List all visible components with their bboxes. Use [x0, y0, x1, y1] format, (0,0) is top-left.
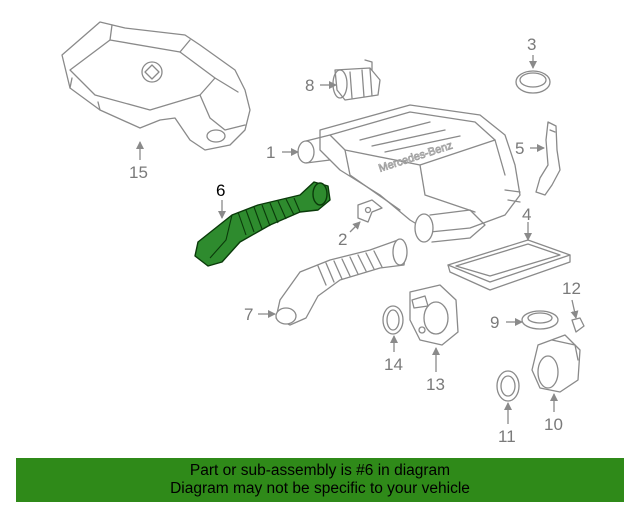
part-1-air-cleaner-housing[interactable]: Mercedes-Benz — [297, 104, 521, 243]
part-10-intake-fitting[interactable] — [531, 334, 581, 393]
part-9-adapter-ring[interactable] — [521, 310, 559, 330]
callout-8: 8 — [305, 76, 314, 95]
callout-7: 7 — [244, 305, 253, 324]
callout-14: 14 — [384, 355, 403, 374]
part-6-air-intake-duct[interactable] — [194, 181, 331, 267]
callout-2: 2 — [338, 230, 347, 249]
callout-4: 4 — [522, 205, 531, 224]
part-14-gasket[interactable] — [382, 305, 404, 335]
part-4-air-filter[interactable] — [447, 239, 571, 291]
banner-line-1: Part or sub-assembly is #6 in diagram — [189, 462, 451, 479]
part-3-seal-ring[interactable] — [515, 70, 551, 94]
part-2-bracket[interactable] — [357, 199, 383, 223]
callout-1: 1 — [266, 143, 275, 162]
callout-5: 5 — [515, 139, 524, 158]
callout-15: 15 — [129, 163, 148, 182]
banner-line-2: Diagram may not be specific to your vehi… — [170, 480, 470, 497]
callout-numbers: 1 2 3 4 5 6 7 8 9 10 11 12 13 14 15 — [129, 35, 581, 446]
leader-lines — [136, 55, 579, 424]
callout-3: 3 — [527, 35, 536, 54]
part-8-air-mass-sensor[interactable] — [332, 59, 381, 101]
part-12-clip[interactable] — [571, 317, 585, 333]
part-13-throttle-body[interactable] — [409, 284, 459, 346]
part-7-intake-hose[interactable] — [275, 238, 408, 326]
callout-10: 10 — [544, 415, 563, 434]
callout-6: 6 — [216, 181, 225, 200]
part-15-engine-cover[interactable] — [61, 21, 251, 151]
notice-banner: Part or sub-assembly is #6 in diagram Di… — [16, 458, 624, 502]
part-11-coupling[interactable] — [496, 370, 520, 402]
callout-11: 11 — [498, 427, 516, 446]
callout-12: 12 — [562, 279, 581, 298]
part-5-breather-hose[interactable] — [535, 121, 561, 196]
callout-9: 9 — [490, 313, 499, 332]
callout-13: 13 — [426, 375, 445, 394]
